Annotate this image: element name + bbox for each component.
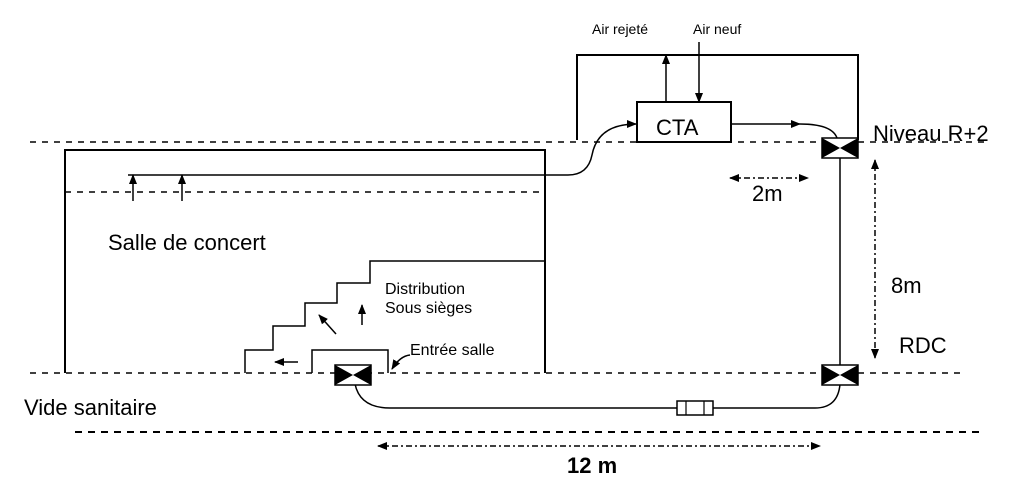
rdc-label: RDC xyxy=(899,333,947,358)
vide-label: Vide sanitaire xyxy=(24,395,157,420)
damper-icon-left xyxy=(334,364,372,386)
dim-2m-label: 2m xyxy=(752,181,783,206)
air-neuf-label: Air neuf xyxy=(693,21,742,37)
return-duct xyxy=(128,120,637,176)
dim-8m-label: 8m xyxy=(891,273,922,298)
plant-room-box xyxy=(576,54,859,140)
air-rejete-label: Air rejeté xyxy=(592,21,649,37)
sous-sieges-label: Sous sièges xyxy=(385,300,473,317)
duct-silencer xyxy=(676,400,714,416)
seat-arrow-diagonal xyxy=(318,314,337,335)
stepped-seating xyxy=(244,260,545,373)
entree-arrow xyxy=(391,354,411,370)
bottom-duct xyxy=(354,383,841,409)
cta-supply-curve xyxy=(799,123,838,139)
damper-icon-top xyxy=(821,137,859,159)
dim-12m-label: 12 m xyxy=(567,453,618,478)
distribution-label: Distribution xyxy=(385,281,466,298)
niveau-label: Niveau R+2 xyxy=(873,121,989,146)
salle-label: Salle de concert xyxy=(108,230,266,255)
cta-box xyxy=(636,101,732,143)
damper-icon-right xyxy=(821,364,859,386)
entry-plenum xyxy=(311,349,389,373)
cta-label: CTA xyxy=(656,115,699,140)
entree-label: Entrée salle xyxy=(410,342,495,359)
